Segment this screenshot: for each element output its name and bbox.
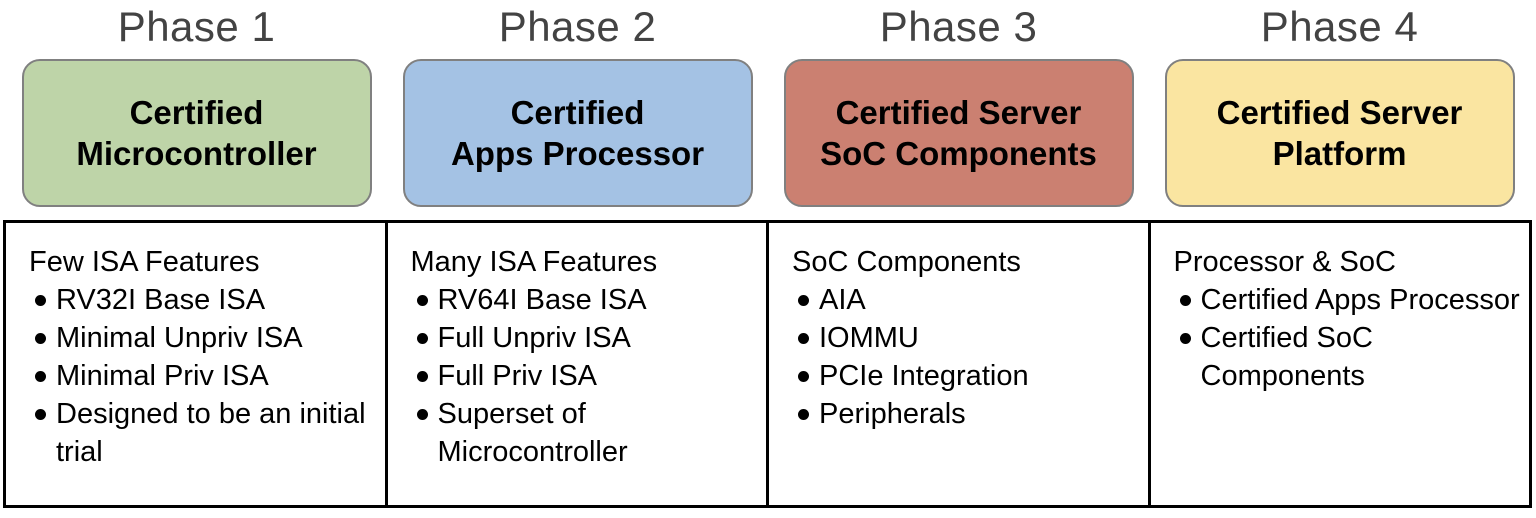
list-item: Peripherals [792, 395, 1140, 433]
phase-3-cell-title: SoC Components [792, 246, 1021, 278]
phase-1-cell-title: Few ISA Features [29, 246, 260, 278]
phase-2-column: Phase 2 Certified Apps Processor [387, 0, 768, 207]
phase-2-feature-cell: Many ISA Features RV64I Base ISA Full Un… [388, 223, 769, 505]
list-item: Certified SoC Components [1174, 319, 1522, 395]
phase-1-heading: Phase 1 [117, 3, 276, 50]
list-item: Full Priv ISA [411, 357, 759, 395]
list-item: RV64I Base ISA [411, 281, 759, 319]
phase-2-box-label: Certified Apps Processor [450, 93, 705, 172]
list-item: PCIe Integration [792, 357, 1140, 395]
certified-microcontroller-box: Certified Microcontroller [21, 59, 372, 207]
phase-4-cell-title: Processor & SoC [1173, 246, 1396, 278]
list-item: IOMMU [792, 319, 1140, 357]
list-item: Superset of Microcontroller [411, 395, 759, 471]
certified-server-platform-box: Certified Server Platform [1164, 59, 1515, 207]
phase-4-box-label: Certified Server Platform [1216, 93, 1463, 172]
phase-4-heading: Phase 4 [1260, 3, 1419, 50]
phase-1-box-label: Certified Microcontroller [76, 93, 317, 172]
list-item: RV32I Base ISA [29, 281, 377, 319]
phase-4-bullet-list: Certified Apps Processor Certified SoC C… [1174, 281, 1522, 395]
phase-3-feature-cell: SoC Components AIA IOMMU PCIe Integratio… [769, 223, 1151, 505]
phase-1-feature-cell: Few ISA Features RV32I Base ISA Minimal … [6, 223, 388, 505]
list-item: Full Unpriv ISA [411, 319, 759, 357]
phase-3-column: Phase 3 Certified Server SoC Components [768, 0, 1149, 207]
phase-4-column: Phase 4 Certified Server Platform [1149, 0, 1530, 207]
list-item: Minimal Priv ISA [29, 357, 377, 395]
phase-3-bullet-list: AIA IOMMU PCIe Integration Peripherals [792, 281, 1140, 433]
phase-3-box-label: Certified Server SoC Components [820, 93, 1097, 172]
list-item: AIA [792, 281, 1140, 319]
certified-apps-processor-box: Certified Apps Processor [402, 59, 753, 207]
list-item: Certified Apps Processor [1174, 281, 1522, 319]
phase-2-cell-title: Many ISA Features [410, 246, 658, 278]
phase-4-feature-cell: Processor & SoC Certified Apps Processor… [1151, 223, 1530, 505]
feature-table: Few ISA Features RV32I Base ISA Minimal … [3, 220, 1532, 508]
phase-2-heading: Phase 2 [498, 3, 657, 50]
list-item: Designed to be an initial trial [29, 395, 377, 471]
phase-1-column: Phase 1 Certified Microcontroller [6, 0, 387, 207]
certified-server-soc-components-box: Certified Server SoC Components [783, 59, 1134, 207]
phase-3-heading: Phase 3 [879, 3, 1038, 50]
phase-1-bullet-list: RV32I Base ISA Minimal Unpriv ISA Minima… [29, 281, 377, 471]
phase-2-bullet-list: RV64I Base ISA Full Unpriv ISA Full Priv… [411, 281, 759, 471]
phase-boxes-row: Phase 1 Certified Microcontroller Phase … [0, 0, 1536, 207]
list-item: Minimal Unpriv ISA [29, 319, 377, 357]
